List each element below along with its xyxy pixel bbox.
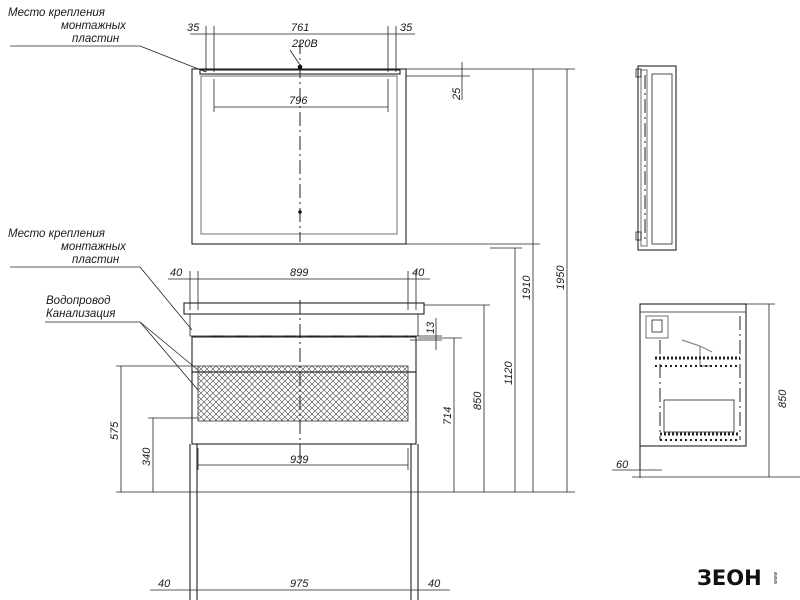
dim-mirror-right: 35 <box>400 22 413 34</box>
mount-label-mid: Место крепления монтажных пластин <box>8 228 127 266</box>
dim-cab-939: 939 <box>290 454 308 466</box>
svg-text:пластин: пластин <box>72 33 120 45</box>
dim-cab-left: 40 <box>170 267 183 279</box>
dim-cab-1120: 1120 <box>503 360 515 385</box>
dim-cab-714: 714 <box>442 407 454 425</box>
dim-cab-right: 40 <box>412 267 425 279</box>
dim-mirror-offset: 25 <box>451 87 463 101</box>
dim-mirror-left: 35 <box>187 22 200 34</box>
dim-cab-850: 850 <box>472 391 484 410</box>
dim-cab-575: 575 <box>109 421 121 440</box>
svg-text:Место крепления: Место крепления <box>8 228 105 240</box>
svg-text:монтажных: монтажных <box>61 241 127 253</box>
dim-side-60: 60 <box>616 459 629 471</box>
dim-cab-340: 340 <box>141 447 153 466</box>
svg-text:монтажных: монтажных <box>61 20 127 32</box>
cabinet-front-view <box>10 68 575 600</box>
cabinet-side-view <box>612 303 800 478</box>
dim-height-1950: 1950 <box>555 265 567 290</box>
dim-mirror-inner: 796 <box>289 95 308 107</box>
svg-text:Водопровод: Водопровод <box>46 295 110 307</box>
dim-voltage: 220В <box>291 38 318 50</box>
svg-text:www: www <box>773 572 779 584</box>
dim-side-depth: 850 <box>777 389 789 408</box>
mirror-side-view <box>635 65 677 251</box>
brand-logo: ЗЕОН www <box>697 566 779 590</box>
dim-base-width: 975 <box>290 578 309 590</box>
utilities-hatch-area <box>197 365 409 422</box>
utilities-label: Водопровод Канализация <box>46 295 115 320</box>
svg-text:пластин: пластин <box>72 254 120 266</box>
dim-height-1910: 1910 <box>521 275 533 300</box>
dim-base-left: 40 <box>158 578 171 590</box>
mount-label-top: Место крепления монтажных пластин <box>8 7 127 45</box>
dim-mirror-span: 761 <box>291 22 309 34</box>
dim-cab-span: 899 <box>290 267 308 279</box>
dim-base-right: 40 <box>428 578 441 590</box>
svg-text:Место крепления: Место крепления <box>8 7 105 19</box>
svg-text:ЗЕОН: ЗЕОН <box>697 566 762 590</box>
svg-text:Канализация: Канализация <box>46 308 115 320</box>
dim-cab-offset: 13 <box>425 321 437 334</box>
mirror-front-view <box>10 26 470 245</box>
